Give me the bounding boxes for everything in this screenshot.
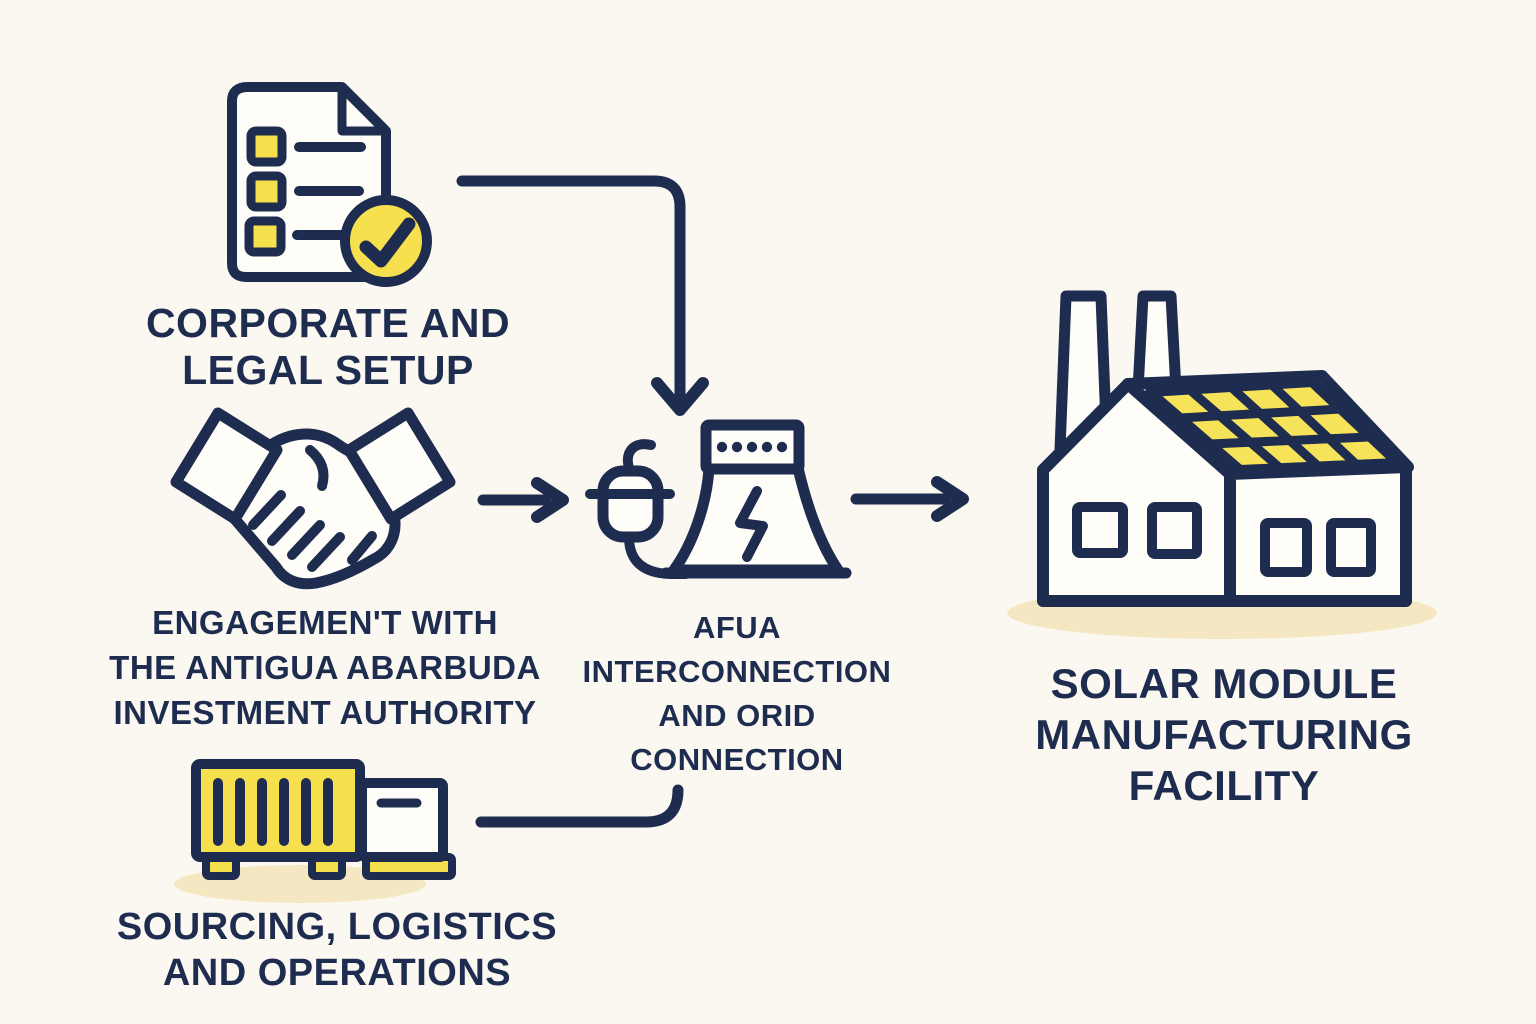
flow-arrow-corporate-to-apua bbox=[456, 175, 709, 416]
label-line: FACILITY bbox=[1128, 762, 1320, 809]
label-line: INTERCONNECTION bbox=[582, 654, 892, 689]
solar-panel-grid bbox=[1145, 377, 1403, 475]
factory-windows bbox=[1072, 502, 1376, 577]
label-line: SOLAR MODULE bbox=[1050, 660, 1398, 707]
apua-interconnection-label: AFUA INTERCONNECTION AND ORID CONNECTION bbox=[567, 606, 907, 782]
label-line: AFUA bbox=[692, 610, 782, 645]
factory-side-wall bbox=[1224, 461, 1412, 607]
flow-arrow-engagement-to-apua bbox=[477, 477, 569, 523]
label-line: MANUFACTURING bbox=[1035, 711, 1413, 758]
label-line: LEGAL SETUP bbox=[182, 347, 474, 393]
solar-module-facility-label: SOLAR MODULE MANUFACTURING FACILITY bbox=[1004, 658, 1444, 811]
corporate-legal-setup-label: CORPORATE AND LEGAL SETUP bbox=[108, 300, 548, 394]
flow-connector-sourcing-to-apua bbox=[475, 784, 684, 828]
container-ribs bbox=[213, 778, 333, 846]
check-circle-icon bbox=[340, 195, 432, 287]
handshake-icon bbox=[170, 407, 456, 590]
label-line: INVESTMENT AUTHORITY bbox=[113, 694, 537, 731]
label-line: AND ORID bbox=[658, 698, 816, 733]
lightning-bolt-icon bbox=[735, 486, 768, 562]
label-line: AND OPERATIONS bbox=[162, 952, 512, 994]
label-line: ENGAGEMEN'T WITH bbox=[152, 604, 498, 641]
chimney-right bbox=[1132, 290, 1182, 396]
label-line: CORPORATE AND bbox=[145, 300, 511, 346]
truck-cab bbox=[357, 778, 448, 862]
label-line: SOURCING, LOGISTICS bbox=[116, 906, 558, 948]
solar-factory-icon bbox=[1037, 290, 1414, 607]
label-line: THE ANTIGUA ABARBUDA bbox=[109, 649, 541, 686]
plug-body bbox=[597, 465, 664, 543]
cooling-tower bbox=[668, 462, 844, 576]
sourcing-logistics-operations-label: SOURCING, LOGISTICS AND OPERATIONS bbox=[87, 904, 587, 996]
label-line: CONNECTION bbox=[630, 742, 844, 777]
flow-arrow-apua-to-factory bbox=[850, 476, 969, 522]
checklist-document-icon bbox=[227, 82, 432, 287]
power-plant-plug-icon bbox=[585, 419, 852, 579]
tower-dots bbox=[716, 441, 788, 453]
container-truck-icon bbox=[191, 759, 456, 880]
investment-authority-engagement-label: ENGAGEMEN'T WITH THE ANTIGUA ABARBUDA IN… bbox=[85, 600, 565, 735]
